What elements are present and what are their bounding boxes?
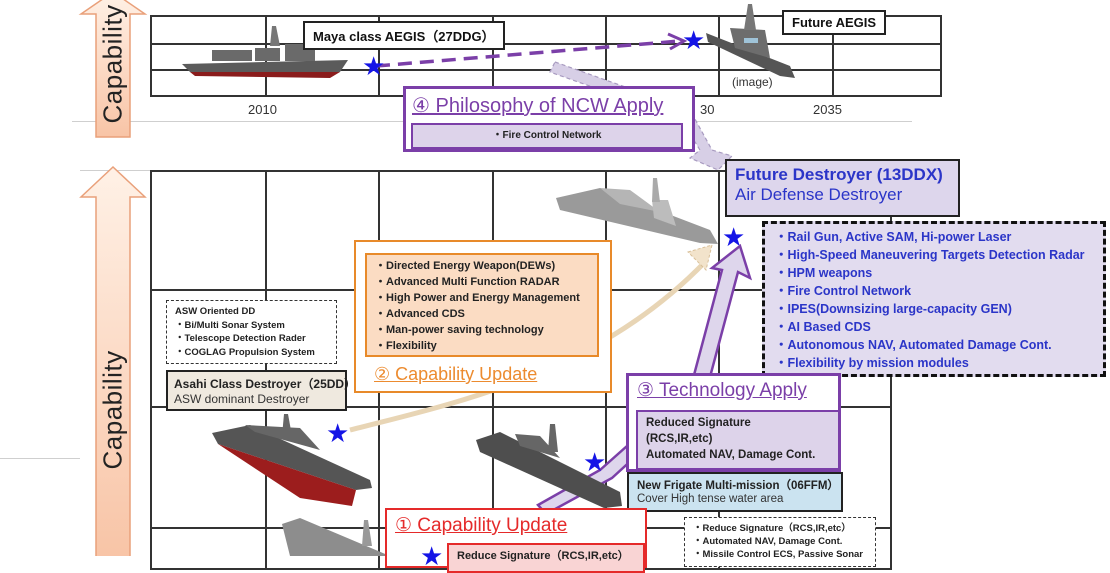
feature-item: ・Rail Gun, Active SAM, Hi-power Laser — [775, 230, 1012, 244]
separator-left — [0, 458, 80, 459]
asahi-class-title: Asahi Class Destroyer（25DD） — [174, 377, 357, 391]
frigate-feature-item: ・Missile Control ECS, Passive Sonar — [693, 549, 863, 560]
technology-apply-3-box: ③ Technology Apply Reduced Signature (RC… — [626, 373, 841, 472]
asw-item: ・Bi/Multi Sonar System — [175, 319, 285, 331]
capability-update-2-list: ・Directed Energy Weapon(DEWs) ・Advanced … — [365, 253, 599, 357]
technology-apply-3-item: Reduced Signature — [646, 417, 751, 429]
technology-apply-3-list: Reduced Signature (RCS,IR,etc) Automated… — [636, 410, 840, 470]
capability-update-1-item: Reduce Signature（RCS,IR,etc） — [457, 550, 629, 562]
future-aegis-label: Future AEGIS — [782, 10, 887, 35]
technology-apply-3-title: ③ Technology Apply — [637, 380, 807, 401]
feature-item: ・AI Based CDS — [775, 320, 871, 334]
asahi-class-box: Asahi Class Destroyer（25DD） ASW dominant… — [166, 370, 357, 411]
asahi-class-subtitle: ASW dominant Destroyer — [174, 392, 310, 406]
frigate-features-box: ・Reduce Signature（RCS,IR,etc） ・Automated… — [684, 517, 876, 567]
capability-update-1-title: ① Capability Update — [395, 515, 568, 536]
future-destroyer-title: Future Destroyer (13DDX) — [735, 165, 943, 184]
maya-class-label: Maya class AEGIS（27DDG） — [303, 21, 505, 50]
future-destroyer-subtitle: Air Defense Destroyer — [735, 185, 903, 204]
feature-item: ・HPM weapons — [775, 266, 873, 280]
feature-item: ・High-Speed Maneuvering Targets Detectio… — [775, 248, 1085, 262]
capability-update-2-item: ・Flexibility — [375, 340, 437, 352]
frigate-feature-item: ・Reduce Signature（RCS,IR,etc） — [693, 523, 851, 534]
future-destroyer-features-box: ・Rail Gun, Active SAM, Hi-power Laser ・H… — [762, 221, 1106, 377]
capability-update-2-item: ・Advanced CDS — [375, 308, 465, 320]
ncw-apply-box: ④ Philosophy of NCW Apply ・Fire Control … — [403, 86, 695, 152]
asw-item: ASW Oriented DD — [175, 306, 256, 317]
star-icon-capability-update-1: ★ — [420, 541, 444, 571]
year-label-2010: 2010 — [248, 102, 277, 117]
star-icon-future-destroyer: ★ — [722, 222, 746, 252]
star-icon-maya: ★ — [362, 51, 386, 81]
image-note: (image) — [732, 75, 773, 89]
asw-item: ・Telescope Detection Rader — [175, 333, 306, 344]
technology-apply-3-item: Automated NAV, Damage Cont. — [646, 449, 816, 461]
capability-update-2-item: ・Advanced Multi Function RADAR — [375, 276, 560, 288]
ncw-apply-title: ④ Philosophy of NCW Apply — [412, 95, 664, 117]
capability-label-bottom: Capability — [97, 350, 128, 470]
capability-update-1-list: Reduce Signature（RCS,IR,etc） — [447, 543, 645, 573]
ncw-item: ・Fire Control Network — [411, 123, 683, 149]
new-frigate-box: New Frigate Multi-mission（06FFM） Cover H… — [627, 472, 843, 512]
capability-update-2-item: ・Man-power saving technology — [375, 324, 544, 336]
future-destroyer-title-box: Future Destroyer (13DDX) Air Defense Des… — [725, 159, 960, 217]
year-label-2035: 2035 — [813, 102, 842, 117]
frigate-feature-item: ・Automated NAV, Damage Cont. — [693, 536, 843, 547]
year-label-2030: 30 — [700, 102, 715, 117]
new-frigate-title: New Frigate Multi-mission（06FFM） — [637, 480, 839, 492]
asw-item: ・COGLAG Propulsion System — [175, 346, 315, 358]
star-icon-new-frigate: ★ — [583, 447, 607, 477]
new-frigate-subtitle: Cover High tense water area — [637, 493, 784, 505]
star-icon-asahi: ★ — [326, 418, 350, 448]
technology-apply-3-item: (RCS,IR,etc) — [646, 433, 713, 445]
capability-update-2-item: ・Directed Energy Weapon(DEWs) — [375, 260, 556, 272]
feature-item: ・Flexibility by mission modules — [775, 356, 969, 370]
capability-label-top: Capability — [97, 4, 128, 124]
capability-update-2-title: ② Capability Update — [374, 364, 538, 384]
separator-top2 — [80, 170, 150, 171]
feature-item: ・IPES(Downsizing large-capacity GEN) — [775, 302, 1012, 316]
feature-item: ・Autonomous NAV, Automated Damage Cont. — [775, 338, 1052, 352]
capability-update-2-box: ・Directed Energy Weapon(DEWs) ・Advanced … — [354, 240, 612, 393]
capability-update-2-item: ・High Power and Energy Management — [375, 292, 580, 304]
feature-item: ・Fire Control Network — [775, 284, 912, 298]
star-icon-future-aegis: ★ — [682, 25, 706, 55]
asw-features-box: ASW Oriented DD ・Bi/Multi Sonar System ・… — [166, 300, 337, 364]
